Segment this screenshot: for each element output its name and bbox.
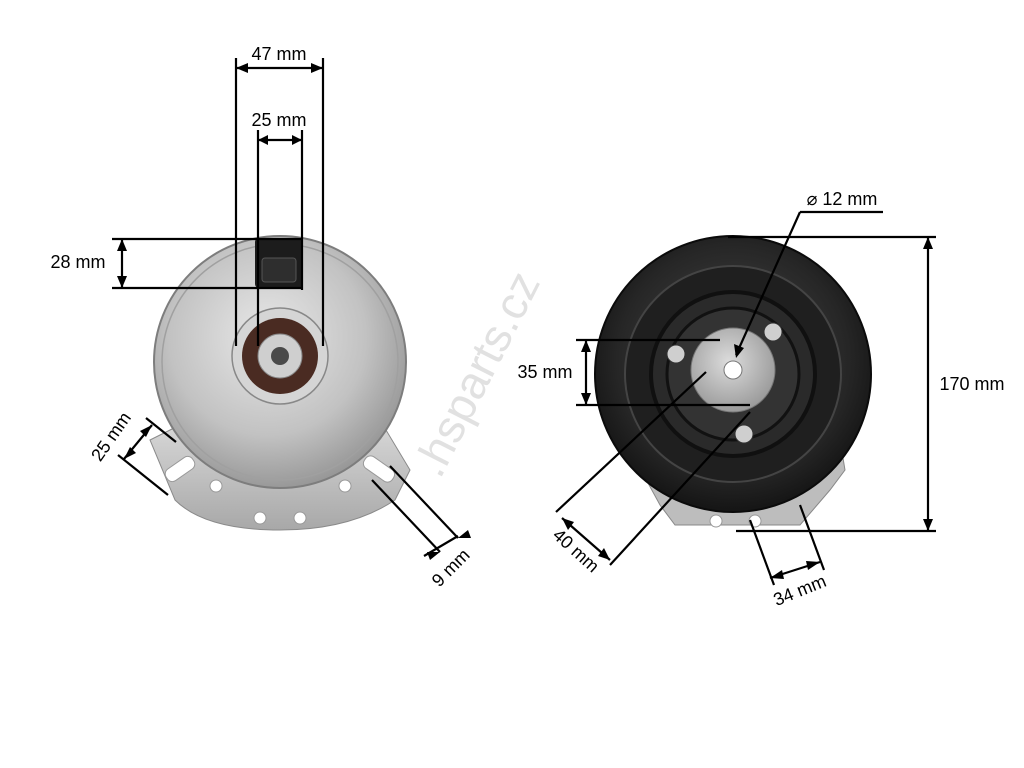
hub-bore xyxy=(723,360,743,380)
right-dimensions: ⌀ 12 mm 170 mm 35 mm 40 mm 34 mm xyxy=(517,189,1004,610)
left-clutch-view xyxy=(149,235,411,531)
shaft-bore xyxy=(271,347,289,365)
connector-socket xyxy=(261,257,297,283)
dim-9mm: 9 mm xyxy=(428,545,474,591)
dim-25mm-top: 25 mm xyxy=(251,110,306,130)
left-mount-slot xyxy=(164,455,196,483)
dim-35mm: 35 mm xyxy=(517,362,572,382)
dim-170mm: 170 mm xyxy=(939,374,1004,394)
right-clutch-view xyxy=(594,235,872,528)
right-mount-slot xyxy=(362,455,396,483)
dim-28mm: 28 mm xyxy=(50,252,105,272)
dim-40mm: 40 mm xyxy=(549,525,603,577)
rivet xyxy=(666,344,686,364)
rivet xyxy=(734,424,754,444)
plate-hole xyxy=(338,479,352,493)
dim-bore-diameter: ⌀ 12 mm xyxy=(807,189,878,209)
plate-hole xyxy=(209,479,223,493)
rivet xyxy=(763,322,783,342)
plate-hole xyxy=(253,511,267,525)
dim-47mm: 47 mm xyxy=(251,44,306,64)
plate-hole xyxy=(709,514,723,528)
plate-hole xyxy=(293,511,307,525)
